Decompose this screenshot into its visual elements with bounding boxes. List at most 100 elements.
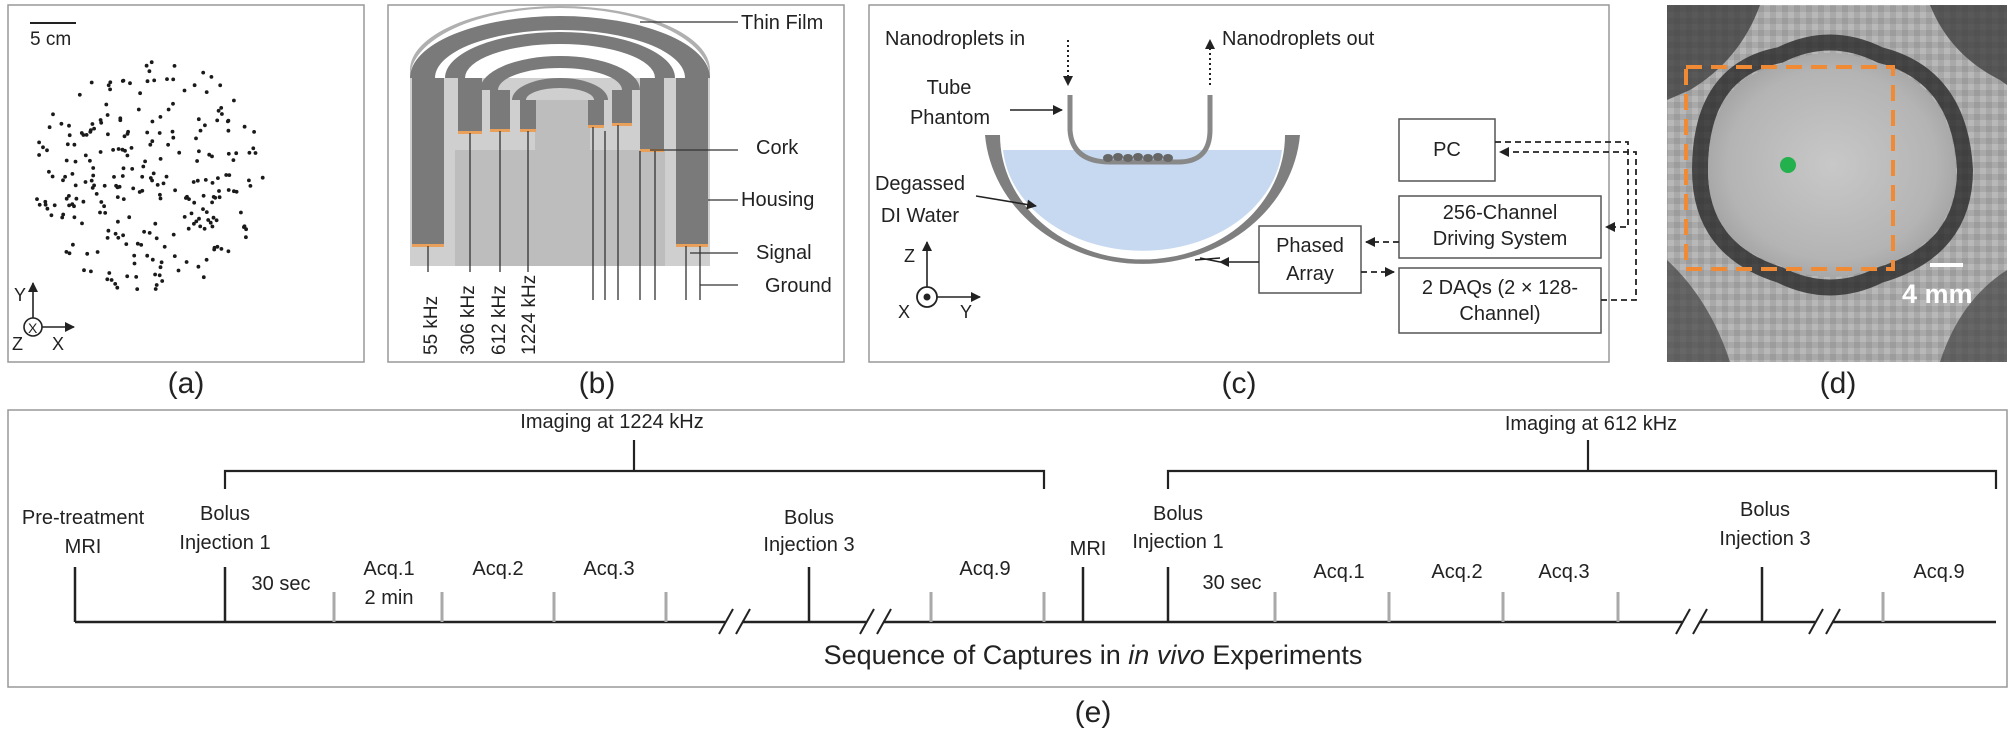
transducer-element	[148, 142, 153, 147]
leader-lines	[640, 21, 738, 286]
transducer-element	[192, 200, 197, 205]
transducer-element	[45, 206, 50, 211]
transducer-element	[204, 257, 209, 262]
transducer-element	[139, 243, 144, 247]
transducer-element	[120, 79, 125, 83]
transducer-element	[158, 157, 163, 161]
pretreatment-label-1: Pre-treatment	[22, 507, 145, 529]
cork-strip	[490, 129, 510, 132]
transducer-element	[202, 226, 207, 231]
phased-label-1: Phased	[1276, 235, 1344, 257]
transducer-element	[43, 199, 48, 204]
min2-label: 2 min	[365, 587, 414, 609]
transducer-element	[158, 196, 163, 201]
panel-e-frame	[7, 409, 2008, 688]
brain-tissue	[1708, 53, 1956, 277]
transducer-element	[252, 130, 256, 134]
transducer-element	[90, 186, 95, 190]
freq-label-1224: 1224 kHz	[519, 275, 540, 355]
transducer-element	[67, 203, 71, 208]
transducer-element	[216, 176, 220, 181]
timeline-breaks	[718, 608, 1841, 635]
transducer-element	[73, 159, 78, 164]
bolus3-label-2: Injection 3	[763, 534, 854, 556]
transducer-element	[145, 253, 150, 258]
daq-box	[1398, 267, 1602, 334]
transducer-element	[138, 91, 143, 96]
transducer-element	[128, 81, 132, 86]
transducer-element	[251, 146, 256, 151]
z-axis-cross-label: X	[28, 320, 38, 336]
cork-strip	[520, 129, 536, 132]
transducer-element	[47, 169, 51, 174]
transducer-element	[194, 136, 198, 141]
transducer-element	[47, 125, 52, 130]
transducer-element	[207, 152, 212, 157]
driving-label-2: Driving System	[1433, 228, 1567, 250]
transducer-element	[226, 188, 231, 192]
transducer-element	[195, 178, 200, 183]
transducer-element	[198, 128, 203, 133]
signal-label: Signal	[756, 242, 812, 264]
transducer-element	[208, 220, 213, 225]
transducer-element	[203, 178, 208, 182]
ring-306khz-arc	[445, 32, 675, 78]
ring-55khz-right	[676, 78, 708, 246]
transducer-element	[85, 251, 90, 256]
brain-outline	[1691, 34, 1974, 296]
transducer-element	[49, 213, 54, 218]
acq2-label: Acq.2	[472, 558, 523, 580]
scale-label: 4 mm	[1902, 279, 1973, 309]
transducer-element	[50, 174, 55, 179]
ring-612khz-right	[612, 90, 632, 124]
transducer-element	[150, 139, 155, 144]
transducer-element	[201, 275, 206, 280]
dark-tissue	[1940, 270, 2007, 362]
transducer-element	[196, 264, 201, 269]
transducer-element	[155, 183, 160, 187]
transducer-element	[64, 250, 69, 254]
transducer-element	[247, 150, 252, 155]
transducer-element	[140, 174, 145, 179]
transducer-element	[67, 194, 71, 198]
transducer-element	[210, 224, 215, 229]
panel-label-c: (c)	[1222, 367, 1257, 400]
imaging-1224-label: Imaging at 1224 kHz	[520, 411, 703, 433]
transducer-element	[130, 167, 135, 171]
wires	[427, 125, 701, 300]
transducer-element	[121, 166, 126, 171]
transducer-element	[170, 129, 175, 134]
transducer-element	[204, 90, 209, 94]
transducer-element	[120, 174, 125, 178]
transducer-element	[153, 287, 158, 291]
transducer-element	[153, 272, 158, 277]
transducer-element	[157, 273, 162, 278]
x-axis-label: X	[898, 302, 910, 322]
transducer-element	[171, 101, 175, 106]
roi-box	[1684, 65, 1895, 271]
transducer-element	[185, 194, 189, 199]
transducer-element	[201, 193, 206, 198]
transducer-element	[116, 147, 121, 151]
transducer-element	[220, 112, 224, 116]
transducer-element	[132, 261, 137, 266]
transducer-element	[192, 221, 196, 226]
dark-tissue	[1930, 5, 2007, 85]
transducer-element	[154, 283, 159, 287]
freq-label-55: 55 kHz	[421, 296, 442, 355]
acquisition-ticks	[332, 592, 1885, 622]
transducer-element	[80, 221, 84, 226]
transducer-element	[151, 171, 156, 176]
transducer-element	[253, 151, 258, 155]
water-label-2: DI Water	[881, 205, 959, 227]
nanodroplets-out-label: Nanodroplets out	[1222, 28, 1375, 50]
panel-b: Thin Film Cork Housing Signal Ground 55 …	[387, 4, 845, 400]
cork-strip	[412, 244, 444, 247]
imaging-612-label: Imaging at 612 kHz	[1505, 413, 1677, 435]
transducer-element	[115, 285, 120, 290]
transducer-element	[210, 154, 214, 159]
transducer-element	[132, 253, 137, 258]
transducer-element	[37, 153, 41, 157]
transducer-element	[72, 142, 77, 147]
transducer-element	[189, 211, 194, 216]
